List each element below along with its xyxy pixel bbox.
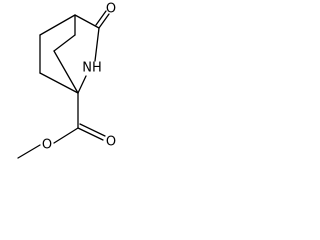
ester-carbonyl-oxygen-label: O — [106, 135, 116, 150]
bond-c7-c1 — [53, 50, 79, 94]
amide-nitrogen-label: NH — [82, 61, 102, 76]
bond-c3-o-double-b — [95, 10, 107, 26]
bond-c8-c7 — [53, 34, 76, 52]
structure-canvas: O NH O O — [0, 0, 121, 192]
bond-o-methyl — [17, 144, 41, 159]
bond-c3-o-double-a — [98, 13, 110, 29]
bicyclic-lactam-ester-structure: O NH O O — [17, 2, 116, 159]
carbonyl-oxygen-label: O — [106, 2, 116, 17]
bond-c3-n2 — [94, 27, 100, 62]
bond-c4-c5 — [39, 14, 76, 36]
bond-c6-c1 — [39, 72, 79, 94]
ester-ether-oxygen-label: O — [42, 138, 52, 153]
bond-n2-c1 — [77, 75, 87, 94]
bond-cester-o-double-a — [77, 127, 104, 141]
bond-cester-o-single — [53, 127, 79, 144]
bond-c4-c3 — [74, 14, 100, 29]
bond-cester-o-double-b — [79, 123, 106, 137]
